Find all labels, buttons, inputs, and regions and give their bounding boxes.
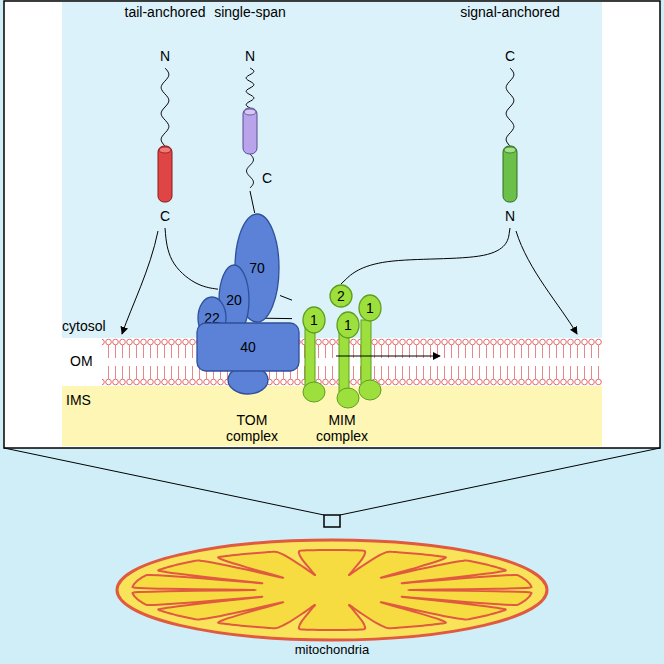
node-label: single-span: [195, 4, 305, 20]
subunit-node: 1: [302, 306, 326, 334]
outer-membrane-outline: [117, 540, 547, 640]
shape-layer: [440, 4, 580, 228]
cytosol-region: [62, 2, 602, 338]
peptide-chain: [506, 68, 514, 146]
cristae-outline: [132, 550, 531, 630]
mim-foot: [303, 382, 325, 402]
insertion-arrow: [122, 231, 158, 334]
region-label: IMS: [66, 392, 91, 408]
subunit-node: 40: [196, 322, 300, 372]
subunit-shape: [359, 295, 381, 321]
zoom-box: [324, 515, 340, 527]
helix-cap: [244, 109, 256, 115]
connector: [280, 296, 292, 301]
ims-region: [62, 386, 602, 446]
protein-node: tail-anchoredN C: [100, 4, 230, 228]
connector: [341, 228, 510, 284]
protein-node: signal-anchoredC N: [440, 4, 580, 228]
complex-node: TOM complex22207040: [190, 212, 310, 448]
node-label: MIM complex: [310, 412, 374, 444]
mim-foot: [359, 380, 381, 400]
lateral-release-arrow: [336, 356, 440, 357]
outer-membrane: [102, 338, 602, 386]
transmembrane-helix: [243, 108, 257, 154]
subunit-shape: [235, 214, 279, 322]
zoom-frame: [4, 1, 660, 448]
node-label: N: [100, 48, 230, 64]
subunit-shape: [303, 307, 325, 333]
shape-layer: [195, 4, 305, 191]
subunit-number: 1: [336, 317, 360, 333]
helix-cap: [159, 147, 171, 153]
helix-cap: [504, 147, 516, 153]
connector: [165, 228, 218, 289]
node-label: signal-anchored: [440, 4, 580, 20]
subunit-number: 1: [358, 300, 382, 316]
peptide-chain: [247, 154, 254, 188]
peptide-chain: [246, 68, 254, 108]
complex-node: MIM complex2111: [292, 280, 392, 448]
peptide-chain: [161, 68, 169, 146]
zoom-line: [4, 448, 324, 515]
protein-node: single-spanN C: [195, 4, 305, 191]
subunit-shape: [330, 285, 352, 307]
subunit-number: 40: [196, 339, 300, 355]
node-label: tail-anchored: [100, 4, 230, 20]
subunit-node: 1: [336, 311, 360, 339]
subunit-shape: [337, 312, 359, 338]
mim-foot: [337, 388, 359, 408]
subunit-number: 1: [302, 312, 326, 328]
region-label: OM: [70, 353, 93, 369]
node-label: N: [440, 208, 580, 224]
subunit-shape: [197, 323, 299, 371]
transmembrane-helix: [158, 146, 172, 202]
connector: [250, 191, 255, 213]
shape-layer: [110, 536, 554, 660]
subunit-node: 1: [358, 294, 382, 322]
transmembrane-helix: [503, 146, 517, 202]
node-label: C: [100, 208, 230, 224]
node-label: mitochondria: [110, 642, 554, 658]
zoom-line: [340, 448, 660, 515]
insertion-arrow: [516, 231, 577, 334]
node-label: N: [195, 48, 305, 64]
node-label: C: [440, 48, 580, 64]
organelle-node: mitochondria: [110, 536, 554, 660]
node-label: TOM complex: [220, 412, 284, 444]
subunit-node: 2: [329, 284, 353, 308]
node-label: C: [257, 170, 277, 186]
subunit-number: 2: [329, 288, 353, 304]
region-label: cytosol: [62, 318, 106, 334]
shape-layer: [100, 4, 230, 228]
